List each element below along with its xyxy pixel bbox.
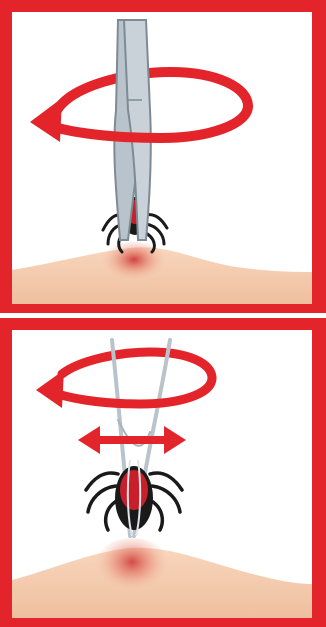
bite-redness-2: [94, 538, 170, 598]
tick-scutum-2: [120, 470, 148, 510]
flat-tweezers-icon: [114, 20, 150, 240]
bite-redness: [100, 242, 168, 286]
panel-tweezers: [0, 0, 326, 313]
panel-wire-loop: [0, 318, 326, 627]
